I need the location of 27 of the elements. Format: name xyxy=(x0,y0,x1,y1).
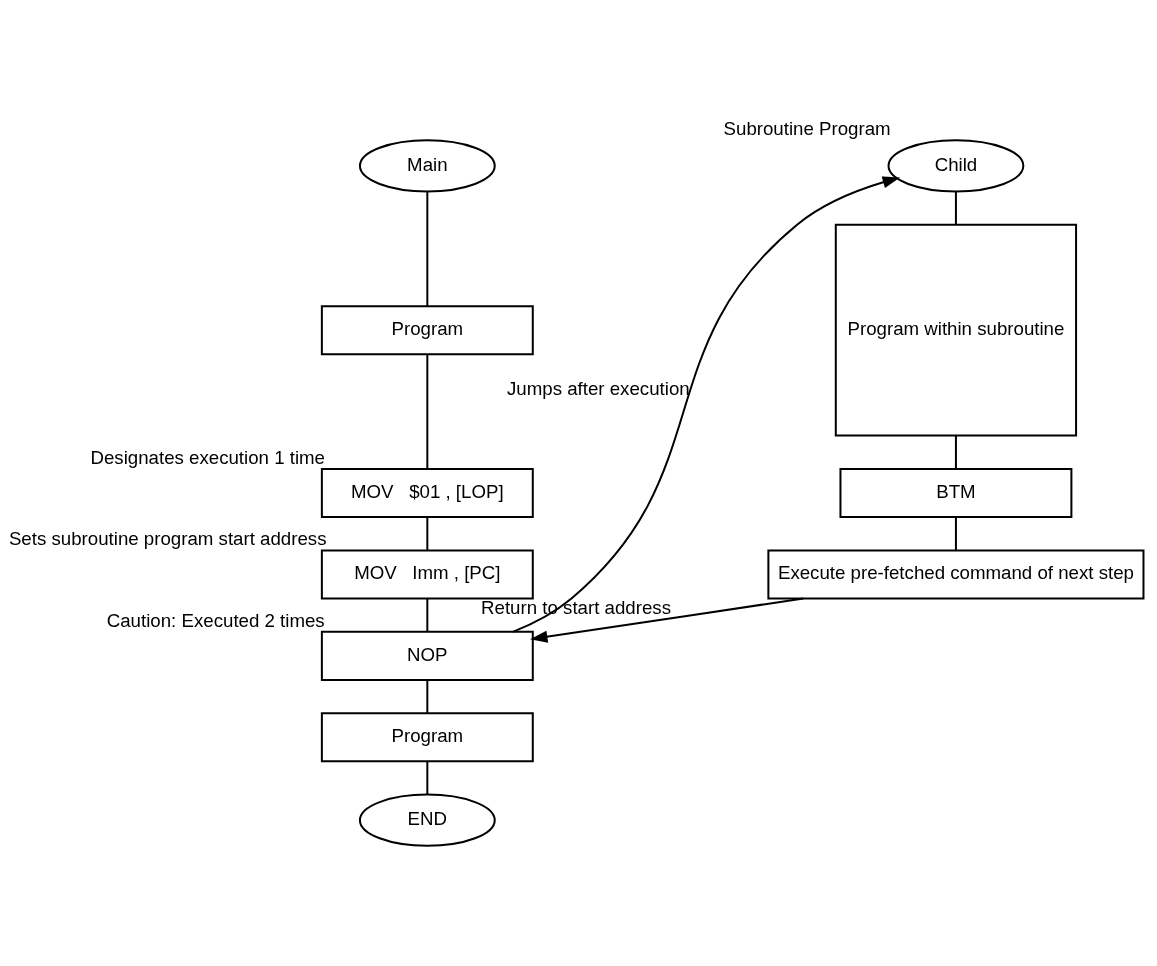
node-box: Program xyxy=(320,712,534,763)
node-ellipse: END xyxy=(358,793,496,847)
node-label: Caution: Executed 2 times xyxy=(106,609,325,631)
arrow xyxy=(530,597,805,643)
node-label: Sets subroutine program start address xyxy=(8,528,327,550)
node-box: MOV $01 , [LOP] xyxy=(320,468,534,519)
connector xyxy=(954,516,957,552)
connector xyxy=(426,516,429,552)
node-label: Designates execution 1 time xyxy=(90,446,326,468)
node-ellipse: Child xyxy=(887,139,1025,193)
node-box: Program within subroutine xyxy=(834,223,1078,437)
node-box: MOV Imm , [PC] xyxy=(320,549,534,600)
node-box: Execute pre-fetched command of next step xyxy=(767,549,1145,600)
connector xyxy=(426,353,429,470)
node-ellipse: Main xyxy=(358,139,496,193)
edge-label: Jumps after execution xyxy=(507,377,690,399)
connector xyxy=(426,679,429,714)
connector xyxy=(426,190,429,308)
connector xyxy=(426,760,429,796)
node-box: BTM xyxy=(839,468,1073,519)
connector xyxy=(954,190,957,226)
connector xyxy=(426,597,429,633)
arrow xyxy=(511,176,901,633)
node-box: Program xyxy=(320,305,534,356)
node-box: NOP xyxy=(320,630,534,681)
connector xyxy=(954,434,957,470)
node-label: Subroutine Program xyxy=(723,118,891,140)
